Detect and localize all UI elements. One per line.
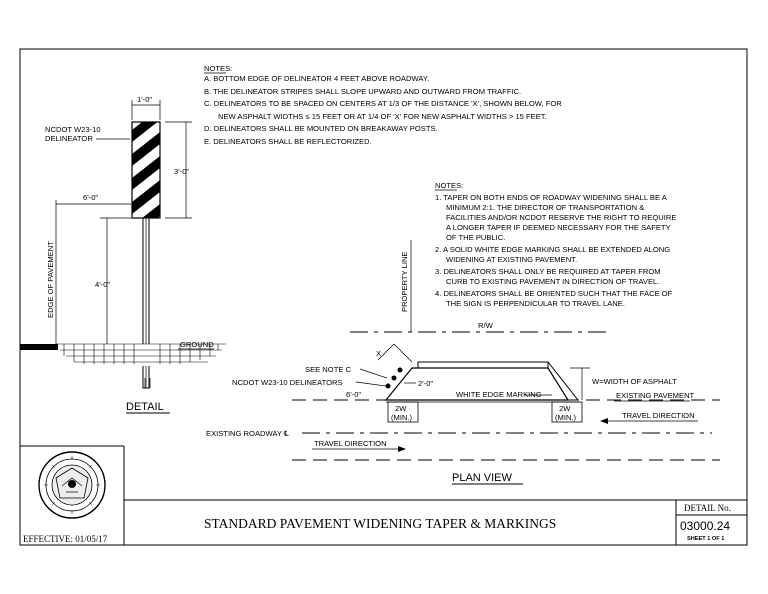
sheet-border xyxy=(19,48,748,546)
notes-top-line-c2: NEW ASPHALT WIDTHS ≤ 15 FEET OR AT 1/4 O… xyxy=(218,112,547,121)
notes-top-line-e: E. DELINEATORS SHALL BE REFLECTORIZED. xyxy=(204,137,372,146)
notes-right-line-2b: WIDENING AT EXISTING PAVEMENT. xyxy=(446,255,577,264)
sheet-number: SHEET 1 OF 1 xyxy=(687,536,724,542)
plan-view-title: PLAN VIEW xyxy=(452,472,513,484)
notes-top-heading: NOTES: xyxy=(204,64,232,73)
delineator-dot-2 xyxy=(391,375,397,381)
notes-top-line-d: D. DELINEATORS SHALL BE MOUNTED ON BREAK… xyxy=(204,124,438,133)
notes-right-line-4: 4. DELINEATORS SHALL BE ORIENTED SUCH TH… xyxy=(435,289,673,298)
edge-of-pavement-label: EDGE OF PAVEMENT xyxy=(46,241,55,318)
notes-right-line-2: 2. A SOLID WHITE EDGE MARKING SHALL BE E… xyxy=(435,245,670,254)
min-right-label: (MIN.) xyxy=(555,413,577,422)
notes-right-line-4b: THE SIGN IS PERPENDICULAR TO TRAVEL LANE… xyxy=(446,299,625,308)
pavement-edge xyxy=(20,344,58,350)
dim-6ft-label: 6'-0" xyxy=(346,390,361,399)
taper-left-label: 2W xyxy=(395,404,407,413)
dim-width-text: 1'-0" xyxy=(137,95,152,104)
existing-roadway-label: EXISTING ROADWAY ℄ xyxy=(206,429,290,438)
notes-top: NOTES: A. BOTTOM EDGE OF DELINEATOR 4 FE… xyxy=(204,64,562,146)
detail-no-value: 03000.24 xyxy=(680,519,730,533)
notes-right: NOTES: 1. TAPER ON BOTH ENDS OF ROADWAY … xyxy=(435,181,676,308)
delineator-stripes xyxy=(132,122,160,218)
rw-label: R/W xyxy=(478,321,494,330)
notes-right-line-1: 1. TAPER ON BOTH ENDS OF ROADWAY WIDENIN… xyxy=(435,193,668,202)
delineators-label: NCDOT W23-10 DELINEATORS xyxy=(232,378,343,387)
ground-hatch xyxy=(56,344,226,366)
notes-right-heading: NOTES: xyxy=(435,181,463,190)
dim-offset-text: 6'-0" xyxy=(83,193,98,202)
notes-top-line-c: C. DELINEATORS TO BE SPACED ON CENTERS A… xyxy=(204,99,562,108)
travel-dir-right-label: TRAVEL DIRECTION xyxy=(622,411,695,420)
delineator-dot-3 xyxy=(385,383,391,389)
notes-top-line-a: A. BOTTOM EDGE OF DELINEATOR 4 FEET ABOV… xyxy=(204,74,429,83)
effective-date: EFFECTIVE: 01/05/17 xyxy=(23,534,108,544)
x-dim-label: X xyxy=(376,349,381,358)
notes-right-line-1d: A LONGER TAPER IF DEEMED NECESSARY FOR T… xyxy=(446,223,671,232)
property-line-label: PROPERTY LINE xyxy=(400,252,409,313)
detail-title: DETAIL xyxy=(126,401,164,413)
travel-dir-left-label: TRAVEL DIRECTION xyxy=(314,439,387,448)
dim-mount-text: 4'-0" xyxy=(95,280,110,289)
ground-pattern xyxy=(56,343,226,364)
dim-height-text: 3'-0" xyxy=(174,167,189,176)
dim-2ft-label: 2'-0" xyxy=(418,379,433,388)
white-edge-label: WHITE EDGE MARKING xyxy=(456,390,542,399)
delineator-label-line2: DELINEATOR xyxy=(45,134,93,143)
delineator-dot-1 xyxy=(397,367,403,373)
delineator-label-line1: NCDOT W23-10 xyxy=(45,125,101,134)
notes-top-line-b: B. THE DELINEATOR STRIPES SHALL SLOPE UP… xyxy=(204,87,521,96)
taper-right-label: 2W xyxy=(559,404,571,413)
notes-right-line-1c: FACILITIES AND/OR NCDOT RESERVE THE RIGH… xyxy=(446,213,676,222)
notes-right-line-3b: CURB TO EXISTING PAVEMENT IN DIRECTION O… xyxy=(446,277,659,286)
plan-view: PROPERTY LINE R/W WHITE EDGE MARKING EXI… xyxy=(206,240,720,485)
detail-drawing: EDGE OF PAVEMENT 1'-0" 3'-0" 6'-0" 4'-0"… xyxy=(20,95,226,414)
min-left-label: (MIN.) xyxy=(391,413,413,422)
see-note-label: SEE NOTE C xyxy=(305,365,352,374)
existing-pavement-label: EXISTING PAVEMENT xyxy=(616,391,695,400)
county-seal-icon xyxy=(38,451,106,519)
ground-label: GROUND xyxy=(180,340,214,349)
width-label: W=WIDTH OF ASPHALT xyxy=(592,377,677,386)
drawing-title: STANDARD PAVEMENT WIDENING TAPER & MARKI… xyxy=(204,516,556,531)
notes-right-line-1b: MINIMUM 2:1. THE DIRECTOR OF TRANSPORTAT… xyxy=(446,203,644,212)
notes-right-line-3: 3. DELINEATORS SHALL ONLY BE REQUIRED AT… xyxy=(435,267,661,276)
detail-no-label: DETAIL No. xyxy=(684,503,731,513)
notes-right-line-1e: OF THE PUBLIC. xyxy=(446,233,505,242)
